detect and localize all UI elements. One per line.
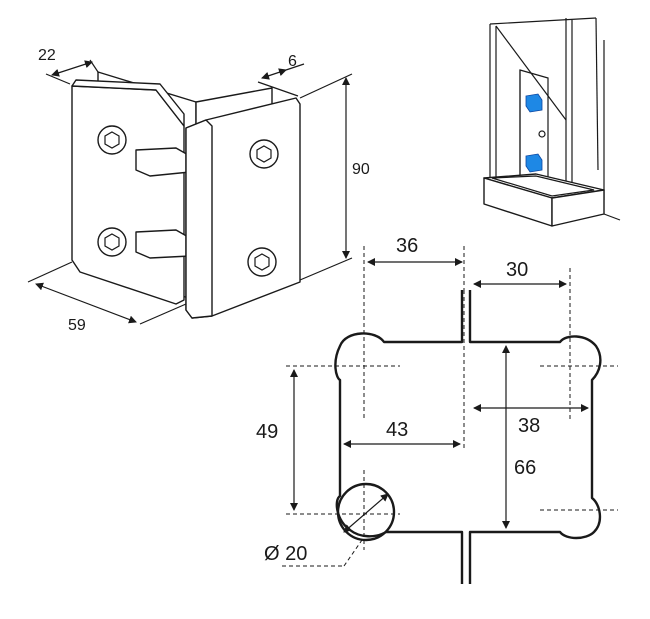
hinge-knuckle-bottom (135, 229, 191, 259)
dim-top-left: 36 (396, 235, 418, 257)
dim-height: 90 (352, 161, 370, 178)
hole-circle (336, 482, 396, 542)
dim-height-left: 49 (256, 421, 278, 443)
dim-thickness: 6 (288, 53, 297, 70)
dim-top-right: 30 (506, 259, 528, 281)
hinge-left-plate-top (71, 79, 185, 127)
dim-width-right: 38 (518, 415, 540, 437)
hinge-icon (71, 71, 301, 319)
hinge-right-plate-edge (185, 119, 213, 319)
screw-hole-left-bottom (97, 227, 127, 257)
hinge-left-plate (71, 85, 185, 305)
screw-hole-right-top (249, 139, 279, 169)
dim-depth: 22 (38, 47, 56, 64)
dim-width: 59 (68, 317, 86, 334)
profile-dimensions (282, 246, 618, 567)
hinge-knuckle-top (135, 147, 191, 177)
cutout-right (468, 290, 602, 584)
dim-height-right: 66 (514, 457, 536, 479)
profile-outline (334, 290, 602, 584)
hinge-dimensions (27, 59, 353, 325)
accent-hinge-bottom (525, 153, 543, 173)
cutout-left (334, 290, 464, 584)
dim-hole-diameter: Ø 20 (264, 543, 307, 565)
accent-hinge-top (525, 93, 543, 113)
shower-enclosure-icon (483, 17, 621, 227)
dim-width-left: 43 (386, 419, 408, 441)
screw-hole-left-top (97, 125, 127, 155)
screw-hole-right-bottom (247, 247, 277, 277)
